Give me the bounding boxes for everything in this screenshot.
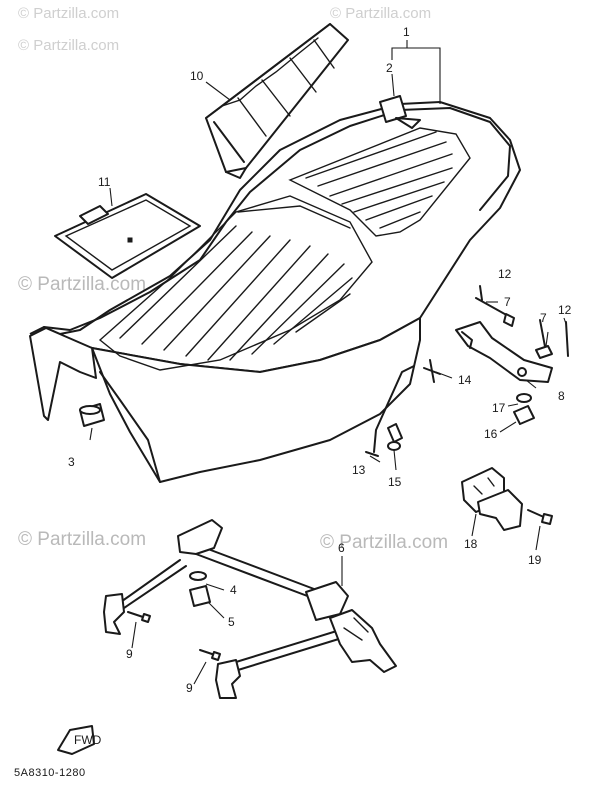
watermarks: © Partzilla.com © Partzilla.com © Partzi… bbox=[18, 5, 448, 553]
callout-12b: 12 bbox=[558, 303, 572, 317]
callout-11: 11 bbox=[98, 175, 111, 189]
storage-tray-part bbox=[205, 23, 349, 179]
bolt-part bbox=[475, 285, 515, 327]
seat-frame-part bbox=[103, 519, 397, 699]
watermark-text: © Partzilla.com bbox=[18, 37, 119, 54]
pin-part bbox=[127, 611, 221, 661]
rod-part bbox=[365, 365, 415, 457]
callout-5: 5 bbox=[228, 615, 235, 629]
clip-part bbox=[387, 423, 403, 451]
watermark-text: © Partzilla.com bbox=[18, 5, 119, 22]
collar-part bbox=[189, 571, 211, 607]
callout-7b: 7 bbox=[540, 311, 547, 325]
plate-hole bbox=[127, 237, 133, 243]
callout-2: 2 bbox=[386, 61, 393, 75]
seat-lock-part bbox=[461, 467, 523, 531]
callout-labels: 1 2 3 4 5 6 7 7 8 9 9 10 11 12 12 13 14 … bbox=[68, 25, 572, 695]
callout-9b: 9 bbox=[186, 681, 193, 695]
hinge-bracket-part bbox=[455, 321, 553, 383]
pin-part bbox=[423, 359, 441, 383]
leader-lines bbox=[89, 40, 567, 685]
washer-part bbox=[513, 393, 535, 425]
seat-part bbox=[29, 95, 521, 483]
watermark-text: © Partzilla.com bbox=[18, 274, 146, 295]
plate-part bbox=[54, 193, 201, 279]
callout-4: 4 bbox=[230, 583, 237, 597]
callout-17: 17 bbox=[492, 401, 506, 415]
callout-6: 6 bbox=[338, 541, 345, 555]
watermark-text: © Partzilla.com bbox=[320, 532, 448, 553]
callout-19: 19 bbox=[528, 553, 542, 567]
watermark-text: © Partzilla.com bbox=[330, 5, 431, 22]
damper-part bbox=[79, 403, 105, 427]
screw-part bbox=[527, 509, 553, 525]
callout-1: 1 bbox=[403, 25, 410, 39]
bolt-part bbox=[535, 319, 569, 359]
callout-14: 14 bbox=[458, 373, 472, 387]
diagram-code: 5A8310-1280 bbox=[14, 767, 86, 779]
callout-7a: 7 bbox=[504, 295, 511, 309]
callout-8: 8 bbox=[558, 389, 565, 403]
callout-12a: 12 bbox=[498, 267, 512, 281]
callout-9a: 9 bbox=[126, 647, 133, 661]
callout-16: 16 bbox=[484, 427, 498, 441]
front-arrow-label: FWD bbox=[74, 733, 102, 747]
callout-15: 15 bbox=[388, 475, 402, 489]
callout-10: 10 bbox=[190, 69, 204, 83]
callout-3: 3 bbox=[68, 455, 75, 469]
watermark-text: © Partzilla.com bbox=[18, 529, 146, 550]
callout-18: 18 bbox=[464, 537, 478, 551]
front-direction-icon: FWD bbox=[57, 725, 102, 755]
callout-13: 13 bbox=[352, 463, 366, 477]
